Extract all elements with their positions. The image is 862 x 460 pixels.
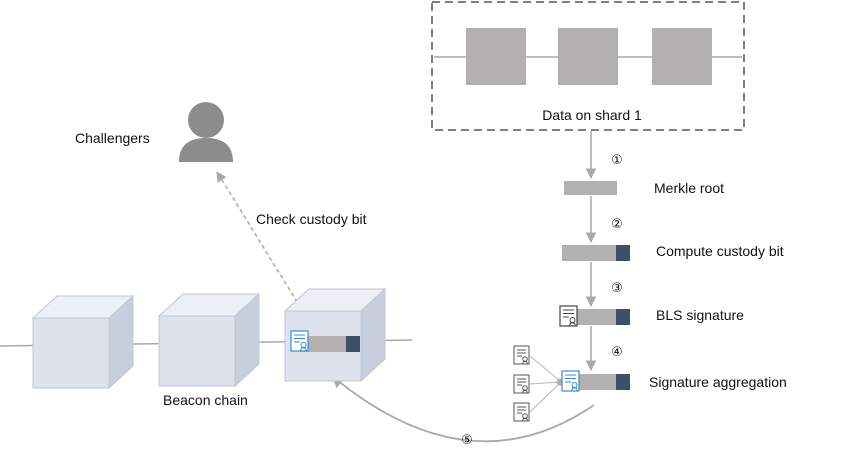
signature-doc-icon — [559, 305, 578, 327]
shard-block-1 — [466, 28, 526, 85]
custody-bit-bar — [562, 245, 630, 261]
bls-signature-bar — [559, 305, 630, 327]
beacon-block-3 — [283, 287, 387, 383]
beacon-chain-label: Beacon chain — [163, 392, 248, 408]
aggregated-signature-icon — [561, 370, 580, 392]
step-2-label: Compute custody bit — [656, 243, 784, 259]
step-3-number: ③ — [611, 281, 623, 296]
shard-data-box: Data on shard 1 — [431, 1, 745, 131]
step-5-number: ⑤ — [461, 433, 473, 448]
signature-doc-icon-2 — [513, 374, 530, 394]
check-custody-label: Check custody bit — [256, 211, 367, 227]
challengers-label: Challengers — [75, 130, 150, 146]
return-arrow — [331, 375, 595, 443]
shard-block-3 — [652, 28, 712, 85]
shard-label: Data on shard 1 — [542, 107, 642, 123]
step-3-label: BLS signature — [656, 307, 744, 323]
step-4-label: Signature aggregation — [649, 374, 787, 390]
merkle-root-bar — [564, 181, 617, 195]
custody-bit-in-block — [290, 330, 360, 352]
person-icon — [179, 102, 233, 162]
beacon-block-2 — [157, 292, 261, 388]
step-1-number: ① — [611, 153, 623, 168]
aggregation-group — [513, 345, 630, 422]
signature-doc-icon-3 — [513, 402, 530, 422]
shard-block-2 — [558, 28, 618, 85]
signature-doc-icon-1 — [513, 345, 530, 365]
signature-in-block-icon — [290, 330, 309, 352]
step-4-number: ④ — [611, 345, 623, 360]
step-2-number: ② — [611, 217, 623, 232]
step-1-label: Merkle root — [654, 180, 724, 196]
beacon-block-1 — [31, 294, 135, 390]
